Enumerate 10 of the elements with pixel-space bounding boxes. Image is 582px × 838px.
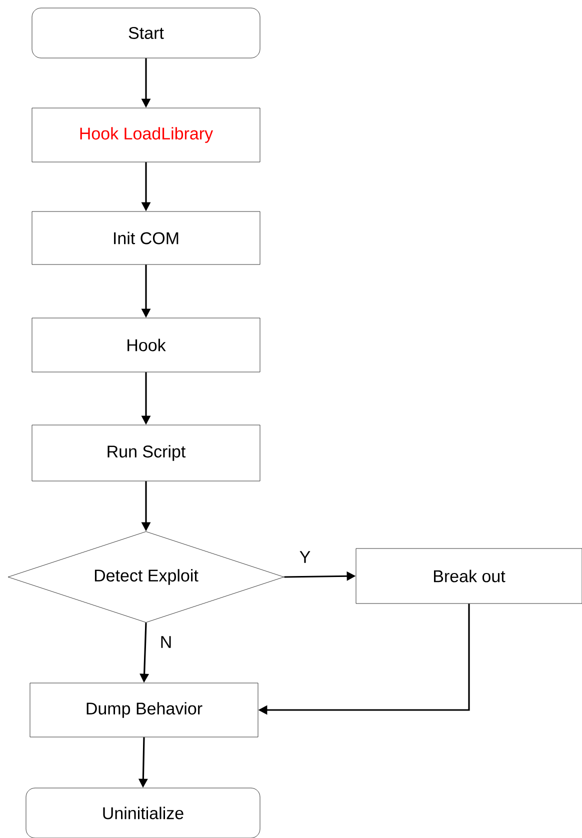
- process-box: Break out: [356, 548, 582, 604]
- process-box: Run Script: [32, 424, 260, 482]
- process-box: Hook: [32, 318, 260, 372]
- process-box: Init COM: [32, 211, 260, 265]
- edge-label: N: [161, 636, 171, 648]
- terminal-box: Start: [32, 8, 260, 58]
- process-box: Dump Behavior: [30, 682, 258, 738]
- terminal-box: Uninitialize: [26, 788, 260, 838]
- process-box: Hook LoadLibrary: [32, 108, 260, 162]
- edge-label: Y: [300, 551, 310, 563]
